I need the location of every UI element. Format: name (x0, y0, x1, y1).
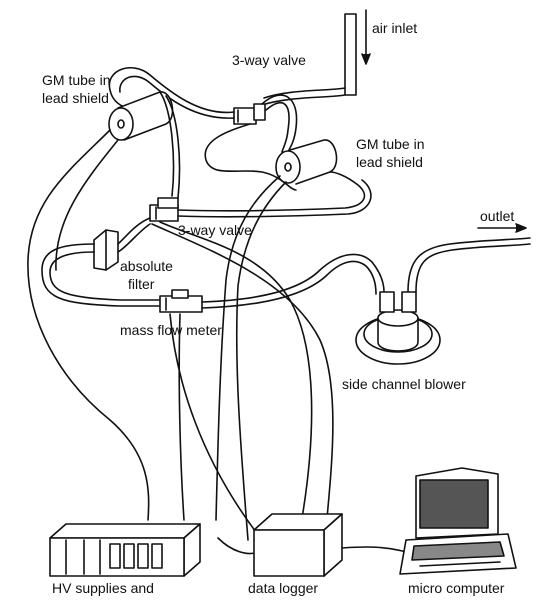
air-inlet-arrow (362, 10, 370, 64)
label-gm-right-line2: lead shield (356, 154, 423, 171)
label-valve-top: 3-way valve (232, 52, 306, 69)
mass-flow-meter (160, 290, 202, 312)
gm-tube-right (276, 140, 337, 184)
label-valve-middle: 3-way valve (178, 222, 252, 239)
data-logger-box (254, 514, 342, 576)
absolute-filter (94, 230, 118, 270)
label-mass-flow-meter: mass flow meter (120, 322, 222, 339)
label-filter-line1: absolute (120, 258, 173, 275)
hv-supplies-rack (50, 524, 200, 576)
label-outlet: outlet (480, 208, 514, 225)
label-gm-right-line1: GM tube in (356, 136, 424, 153)
micro-computer (400, 468, 516, 574)
label-air-inlet: air inlet (372, 20, 417, 37)
label-hv-supplies: HV supplies and (52, 580, 154, 597)
cable-meter-to-logger (179, 314, 184, 520)
valve-middle (150, 198, 178, 221)
label-micro-computer: micro computer (408, 580, 504, 597)
outlet-arrow (478, 224, 526, 232)
label-gm-left-line2: lead shield (42, 90, 109, 107)
tube-valve-middle-to-gm-right (178, 172, 364, 211)
valve-top (234, 104, 265, 124)
side-channel-blower (356, 292, 440, 364)
label-filter-line2: filter (128, 276, 154, 293)
label-side-channel-blower: side channel blower (342, 376, 466, 393)
cable-valve-to-logger (160, 222, 312, 530)
label-data-logger: data logger (248, 580, 318, 597)
label-gm-left-line1: GM tube in (42, 72, 110, 89)
